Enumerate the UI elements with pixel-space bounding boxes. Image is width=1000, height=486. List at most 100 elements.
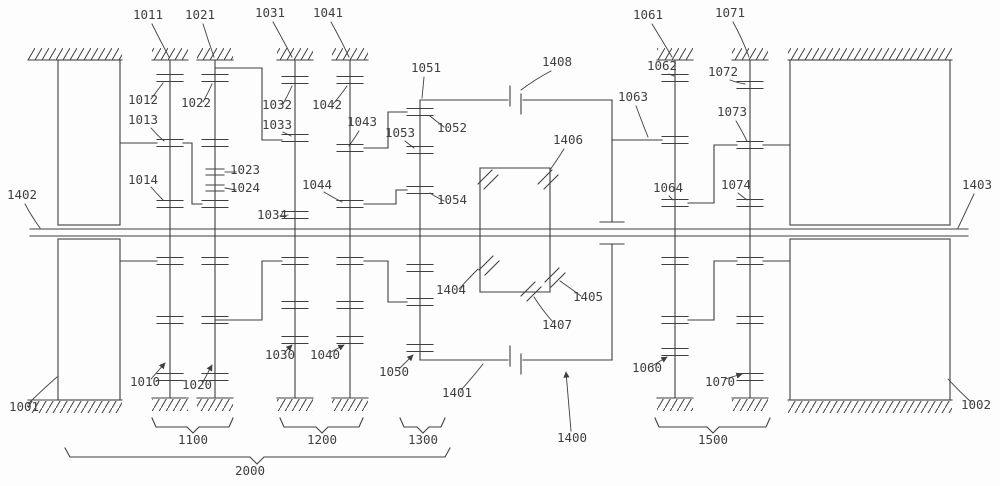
right-lower-housing-block: [789, 238, 951, 401]
bearing-support: [331, 397, 369, 411]
leader-1071: [732, 21, 750, 58]
leader-1030: [284, 344, 293, 353]
leader-1044: [323, 191, 343, 203]
leader-1012: [150, 82, 164, 100]
countershafts: [169, 59, 751, 399]
leader-1024: [224, 187, 237, 191]
label-1050: 1050: [379, 364, 409, 379]
label-1033: 1033: [262, 117, 292, 132]
bearing-support: [151, 48, 189, 61]
leader-lines: [24, 21, 975, 432]
bearing-supports-bottom: [27, 397, 953, 413]
leader-1002: [947, 378, 972, 403]
label-1023: 1023: [230, 162, 260, 177]
label-1031: 1031: [255, 5, 285, 20]
brace-1100: [151, 417, 234, 434]
label-1404: 1404: [436, 282, 466, 297]
brace-1500: [654, 417, 771, 434]
leader-1405: [559, 280, 582, 297]
left-lower-housing-block: [57, 238, 121, 401]
bearing-support: [331, 48, 369, 61]
connector-line: [363, 111, 408, 149]
leader-1403: [957, 193, 975, 229]
connector-line: [687, 144, 738, 204]
label-1063: 1063: [618, 89, 648, 104]
clutch-assembly: [419, 85, 663, 375]
leader-1013: [150, 127, 165, 142]
leader-1060: [651, 356, 668, 367]
bearing-support: [151, 397, 189, 411]
bearing-support: [731, 397, 769, 411]
connector-line: [363, 189, 408, 205]
label-1011: 1011: [133, 7, 163, 22]
bearing-support: [276, 48, 314, 61]
label-1022: 1022: [181, 95, 211, 110]
label-1051: 1051: [411, 60, 441, 75]
label-1013: 1013: [128, 112, 158, 127]
leader-1053: [404, 140, 415, 149]
label-1001: 1001: [9, 399, 39, 414]
label-1043: 1043: [347, 114, 377, 129]
label-1070: 1070: [705, 374, 735, 389]
bevel-gear-unit: [477, 167, 566, 302]
label-1073: 1073: [717, 104, 747, 119]
label-1401: 1401: [442, 385, 472, 400]
left-upper-housing-block: [57, 59, 121, 226]
leader-1406: [549, 148, 565, 171]
label-1405: 1405: [573, 289, 603, 304]
label-1200: 1200: [307, 432, 337, 447]
leader-1061: [651, 23, 673, 58]
label-1060: 1060: [632, 360, 662, 375]
leader-1072: [729, 79, 746, 85]
diagram-linework: [24, 21, 975, 465]
label-1062: 1062: [647, 58, 677, 73]
leader-1408: [520, 70, 552, 91]
bearing-support: [656, 397, 694, 411]
leader-1020: [202, 364, 213, 383]
bearing-support: [731, 48, 769, 61]
bearing-support: [196, 397, 234, 411]
label-1024: 1024: [230, 180, 260, 195]
leader-1054: [429, 192, 445, 202]
brace-1300: [399, 417, 446, 434]
leader-1042: [332, 85, 348, 105]
label-1100: 1100: [178, 432, 208, 447]
bearing-support: [276, 397, 314, 411]
label-1053: 1053: [385, 125, 415, 140]
main-shaft: [29, 228, 969, 237]
leader-1073: [735, 120, 748, 142]
leader-1050: [398, 354, 414, 370]
leader-1404: [458, 268, 479, 290]
leader-1010: [150, 362, 166, 380]
label-1014: 1014: [128, 172, 158, 187]
housing-blocks: [57, 59, 951, 401]
label-1408: 1408: [542, 54, 572, 69]
brace-1200: [279, 417, 364, 434]
bevel-gear-mark: [478, 255, 500, 276]
label-1030: 1030: [265, 347, 295, 362]
bearing-support: [787, 48, 953, 61]
label-1040: 1040: [310, 347, 340, 362]
label-1021: 1021: [185, 7, 215, 22]
label-1042: 1042: [312, 97, 342, 112]
leader-1063: [635, 105, 649, 138]
leader-1051: [421, 76, 425, 99]
label-1012: 1012: [128, 92, 158, 107]
label-1406: 1406: [553, 132, 583, 147]
connector-steps: [119, 67, 791, 321]
leader-1032: [282, 85, 293, 105]
leader-1400: [563, 371, 572, 432]
leader-1062: [668, 73, 675, 77]
label-1032: 1032: [262, 97, 292, 112]
label-1010: 1010: [130, 374, 160, 389]
label-1044: 1044: [302, 177, 332, 192]
leader-1052: [429, 115, 445, 128]
leader-1031: [272, 21, 293, 58]
connector-line: [363, 260, 408, 303]
bevel-gear-mark: [537, 169, 559, 190]
leader-1043: [348, 130, 360, 147]
leader-1034: [279, 214, 289, 217]
leader-1022: [202, 83, 213, 103]
